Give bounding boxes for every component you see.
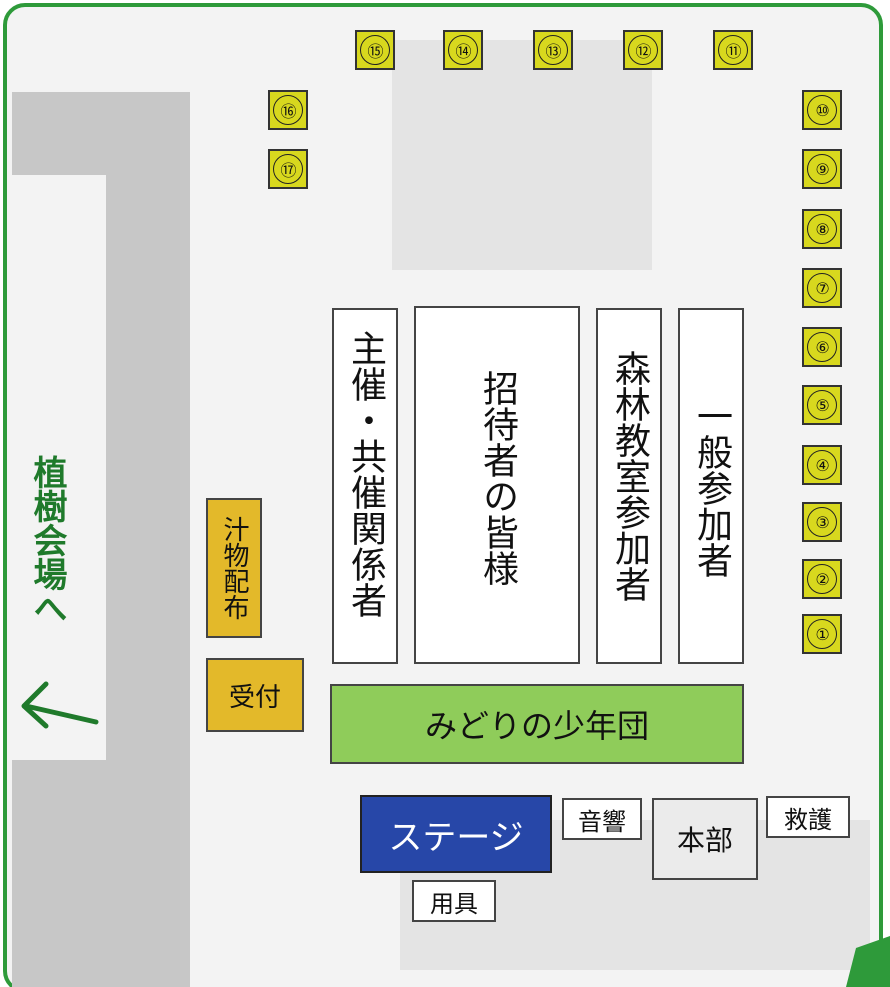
soup-distribution-label: 汁物配布 — [219, 516, 249, 620]
first-aid: 救護 — [766, 796, 850, 838]
seating-organizers: 主催・共催関係者 — [332, 308, 398, 664]
booth-number: ⑭ — [448, 35, 478, 65]
seating-organizers-label: 主催・共催関係者 — [345, 330, 386, 618]
booth-13: ⑬ — [533, 30, 573, 70]
first-aid-label: 救護 — [784, 805, 832, 834]
booth-5: ⑤ — [802, 385, 842, 425]
booth-number: ⑯ — [273, 95, 303, 125]
equipment: 用具 — [412, 880, 496, 922]
booth-15: ⑮ — [355, 30, 395, 70]
headquarters: 本部 — [652, 798, 758, 880]
booth-10: ⑩ — [802, 90, 842, 130]
booth-number: ⑧ — [807, 214, 837, 244]
booth-11: ⑪ — [713, 30, 753, 70]
booth-16: ⑯ — [268, 90, 308, 130]
booth-number: ⑨ — [807, 154, 837, 184]
sound: 音響 — [562, 798, 642, 840]
road-crossing — [12, 760, 190, 784]
seating-forest-class: 森林教室参加者 — [596, 308, 662, 664]
soup-distribution: 汁物配布 — [206, 498, 262, 638]
stage: ステージ — [360, 795, 552, 873]
booth-number: ⑫ — [628, 35, 658, 65]
road-inner — [12, 175, 106, 775]
background-area — [392, 40, 652, 270]
booth-3: ③ — [802, 502, 842, 542]
equipment-label: 用具 — [430, 889, 478, 918]
seating-guests-label: 招待者の皆様 — [477, 370, 518, 586]
stage-label: ステージ — [388, 817, 524, 858]
booth-4: ④ — [802, 445, 842, 485]
booth-1: ① — [802, 614, 842, 654]
booth-number: ⑮ — [360, 35, 390, 65]
booth-8: ⑧ — [802, 209, 842, 249]
booth-number: ⑪ — [718, 35, 748, 65]
booth-number: ⑥ — [807, 332, 837, 362]
youth-corps-area: みどりの少年団 — [330, 684, 744, 764]
reception: 受付 — [206, 658, 304, 732]
booth-number: ② — [807, 564, 837, 594]
booth-number: ⑩ — [807, 95, 837, 125]
sound-label: 音響 — [578, 807, 626, 836]
booth-17: ⑰ — [268, 149, 308, 189]
booth-number: ④ — [807, 450, 837, 480]
booth-number: ⑦ — [807, 273, 837, 303]
youth-corps-label: みどりの少年団 — [424, 707, 649, 745]
booth-6: ⑥ — [802, 327, 842, 367]
seating-guests: 招待者の皆様 — [414, 306, 580, 664]
direction-label: 植樹会場へ — [27, 455, 67, 625]
booth-9: ⑨ — [802, 149, 842, 189]
arrow-left-icon — [21, 681, 99, 729]
reception-label: 受付 — [228, 682, 281, 713]
booth-number: ⑤ — [807, 390, 837, 420]
seating-general: 一般参加者 — [678, 308, 744, 664]
booth-number: ⑬ — [538, 35, 568, 65]
booth-number: ① — [807, 619, 837, 649]
booth-12: ⑫ — [623, 30, 663, 70]
booth-number: ⑰ — [273, 154, 303, 184]
booth-7: ⑦ — [802, 268, 842, 308]
booth-2: ② — [802, 559, 842, 599]
booth-number: ③ — [807, 507, 837, 537]
corner-triangle-icon — [846, 936, 890, 987]
seating-general-label: 一般参加者 — [691, 398, 732, 578]
headquarters-label: 本部 — [676, 824, 733, 857]
booth-14: ⑭ — [443, 30, 483, 70]
seating-forest-class-label: 森林教室参加者 — [609, 350, 650, 602]
